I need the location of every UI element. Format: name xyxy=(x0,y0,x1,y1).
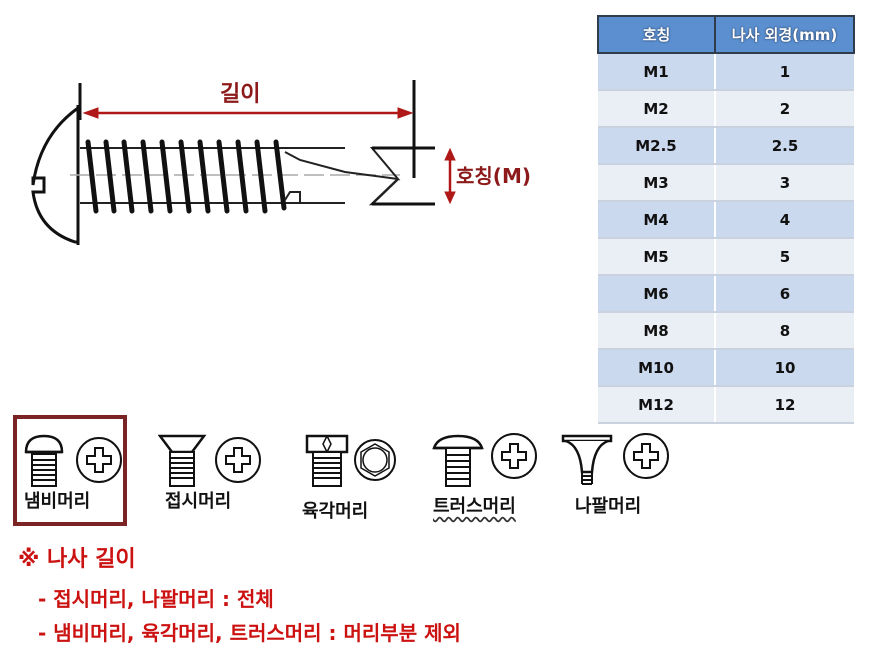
head-type-label: 육각머리 xyxy=(302,501,369,522)
cell-diameter: 12 xyxy=(715,385,854,424)
diameter-arrow xyxy=(444,147,456,205)
note-line-excluding-head: - 냄비머리, 육각머리, 트러스머리 : 머리부분 제외 xyxy=(38,621,461,645)
cell-diameter: 6 xyxy=(715,274,854,313)
truss-head-icon xyxy=(432,433,537,487)
cell-nominal: M2.5 xyxy=(598,126,716,165)
note-title: ※ 나사 길이 xyxy=(18,547,136,572)
cell-diameter: 5 xyxy=(715,237,854,276)
cell-nominal: M10 xyxy=(598,348,716,387)
selected-highlight-box xyxy=(13,415,127,526)
cell-nominal: M12 xyxy=(598,385,716,424)
cell-nominal: M2 xyxy=(598,89,716,128)
header-outer-diameter: 나사 외경(mm) xyxy=(714,15,855,54)
cell-nominal: M5 xyxy=(598,237,716,276)
note-line-full-length: - 접시머리, 나팔머리 : 전체 xyxy=(38,587,274,611)
flat-head-icon xyxy=(158,434,261,487)
cell-nominal: M6 xyxy=(598,274,716,313)
cell-nominal: M3 xyxy=(598,163,716,202)
header-nominal: 호칭 xyxy=(597,15,716,54)
cell-nominal: M8 xyxy=(598,311,716,350)
head-type-label: 접시머리 xyxy=(165,491,232,512)
head-type-label: 냄비머리 xyxy=(24,491,91,512)
hex-head-icon xyxy=(305,434,396,487)
cell-diameter: 4 xyxy=(715,200,854,239)
screw-head xyxy=(31,105,80,244)
cell-diameter: 3 xyxy=(715,163,854,202)
cell-nominal: M1 xyxy=(598,52,716,91)
cell-diameter: 2.5 xyxy=(715,126,854,165)
bugle-head-icon xyxy=(561,433,669,485)
cell-diameter: 1 xyxy=(715,52,854,91)
cell-diameter: 10 xyxy=(715,348,854,387)
length-arrow xyxy=(82,107,414,119)
head-type-label: 나팔머리 xyxy=(575,496,642,517)
length-label: 길이 xyxy=(220,82,261,107)
table-header-row: 호칭 나사 외경(mm) xyxy=(597,15,855,54)
cell-diameter: 8 xyxy=(715,311,854,350)
pan-head-icon xyxy=(24,434,122,487)
head-type-label: 트러스머리 xyxy=(433,496,516,517)
cell-diameter: 2 xyxy=(715,89,854,128)
diameter-label: 호칭(M) xyxy=(456,164,531,188)
screw-diagram xyxy=(31,80,456,245)
cell-nominal: M4 xyxy=(598,200,716,239)
